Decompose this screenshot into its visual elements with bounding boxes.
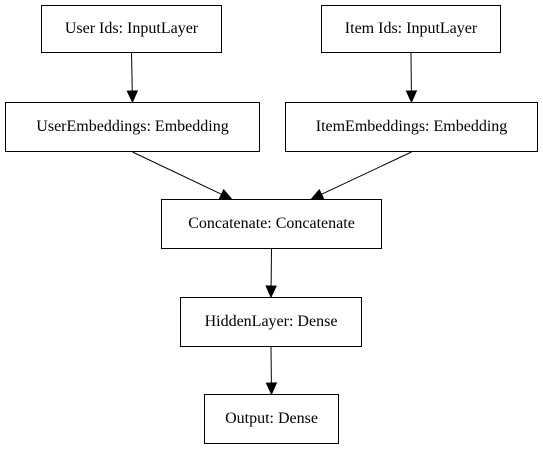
arrowhead-user_ids-to-user_embeddings [126,90,139,104]
edge-user_ids-to-user_embeddings [131,52,133,92]
node-concatenate: Concatenate: Concatenate [161,199,382,249]
arrowhead-concatenate-to-hidden_layer [265,285,277,299]
arrowhead-hidden_layer-to-output [265,382,278,396]
edge-user_embeddings-to-concatenate [132,151,222,195]
arrowhead-item_embeddings-to-concatenate [310,188,325,200]
node-output: Output: Dense [204,394,339,444]
node-hidden-layer: HiddenLayer: Dense [180,297,362,347]
node-item-embeddings: ItemEmbeddings: Embedding [285,102,538,152]
node-user-ids: User Ids: InputLayer [41,5,222,53]
node-user-embeddings: UserEmbeddings: Embedding [5,102,260,152]
arrowhead-user_embeddings-to-concatenate [218,188,233,200]
node-item-ids: Item Ids: InputLayer [321,5,501,53]
edge-item_embeddings-to-concatenate [321,151,412,195]
arrowhead-item_ids-to-item_embeddings [405,90,418,104]
